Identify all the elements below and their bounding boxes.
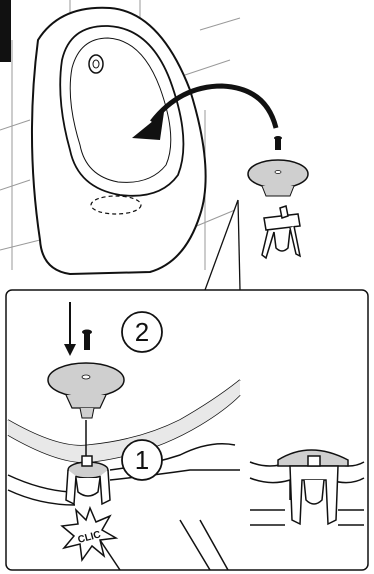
inset-detail: [246, 440, 364, 565]
step-1-badge: 1: [122, 440, 162, 480]
step-1-label: 1: [135, 445, 149, 475]
step-2-badge: 2: [122, 312, 162, 352]
cover-cap-icon: [248, 160, 308, 196]
clip-bracket-icon: [262, 206, 300, 258]
zoom-connector: [205, 200, 240, 290]
screw-icon: [274, 136, 282, 150]
step-2-label: 2: [135, 317, 149, 347]
urinal-icon: [32, 8, 206, 274]
corner-tab: [0, 0, 11, 62]
